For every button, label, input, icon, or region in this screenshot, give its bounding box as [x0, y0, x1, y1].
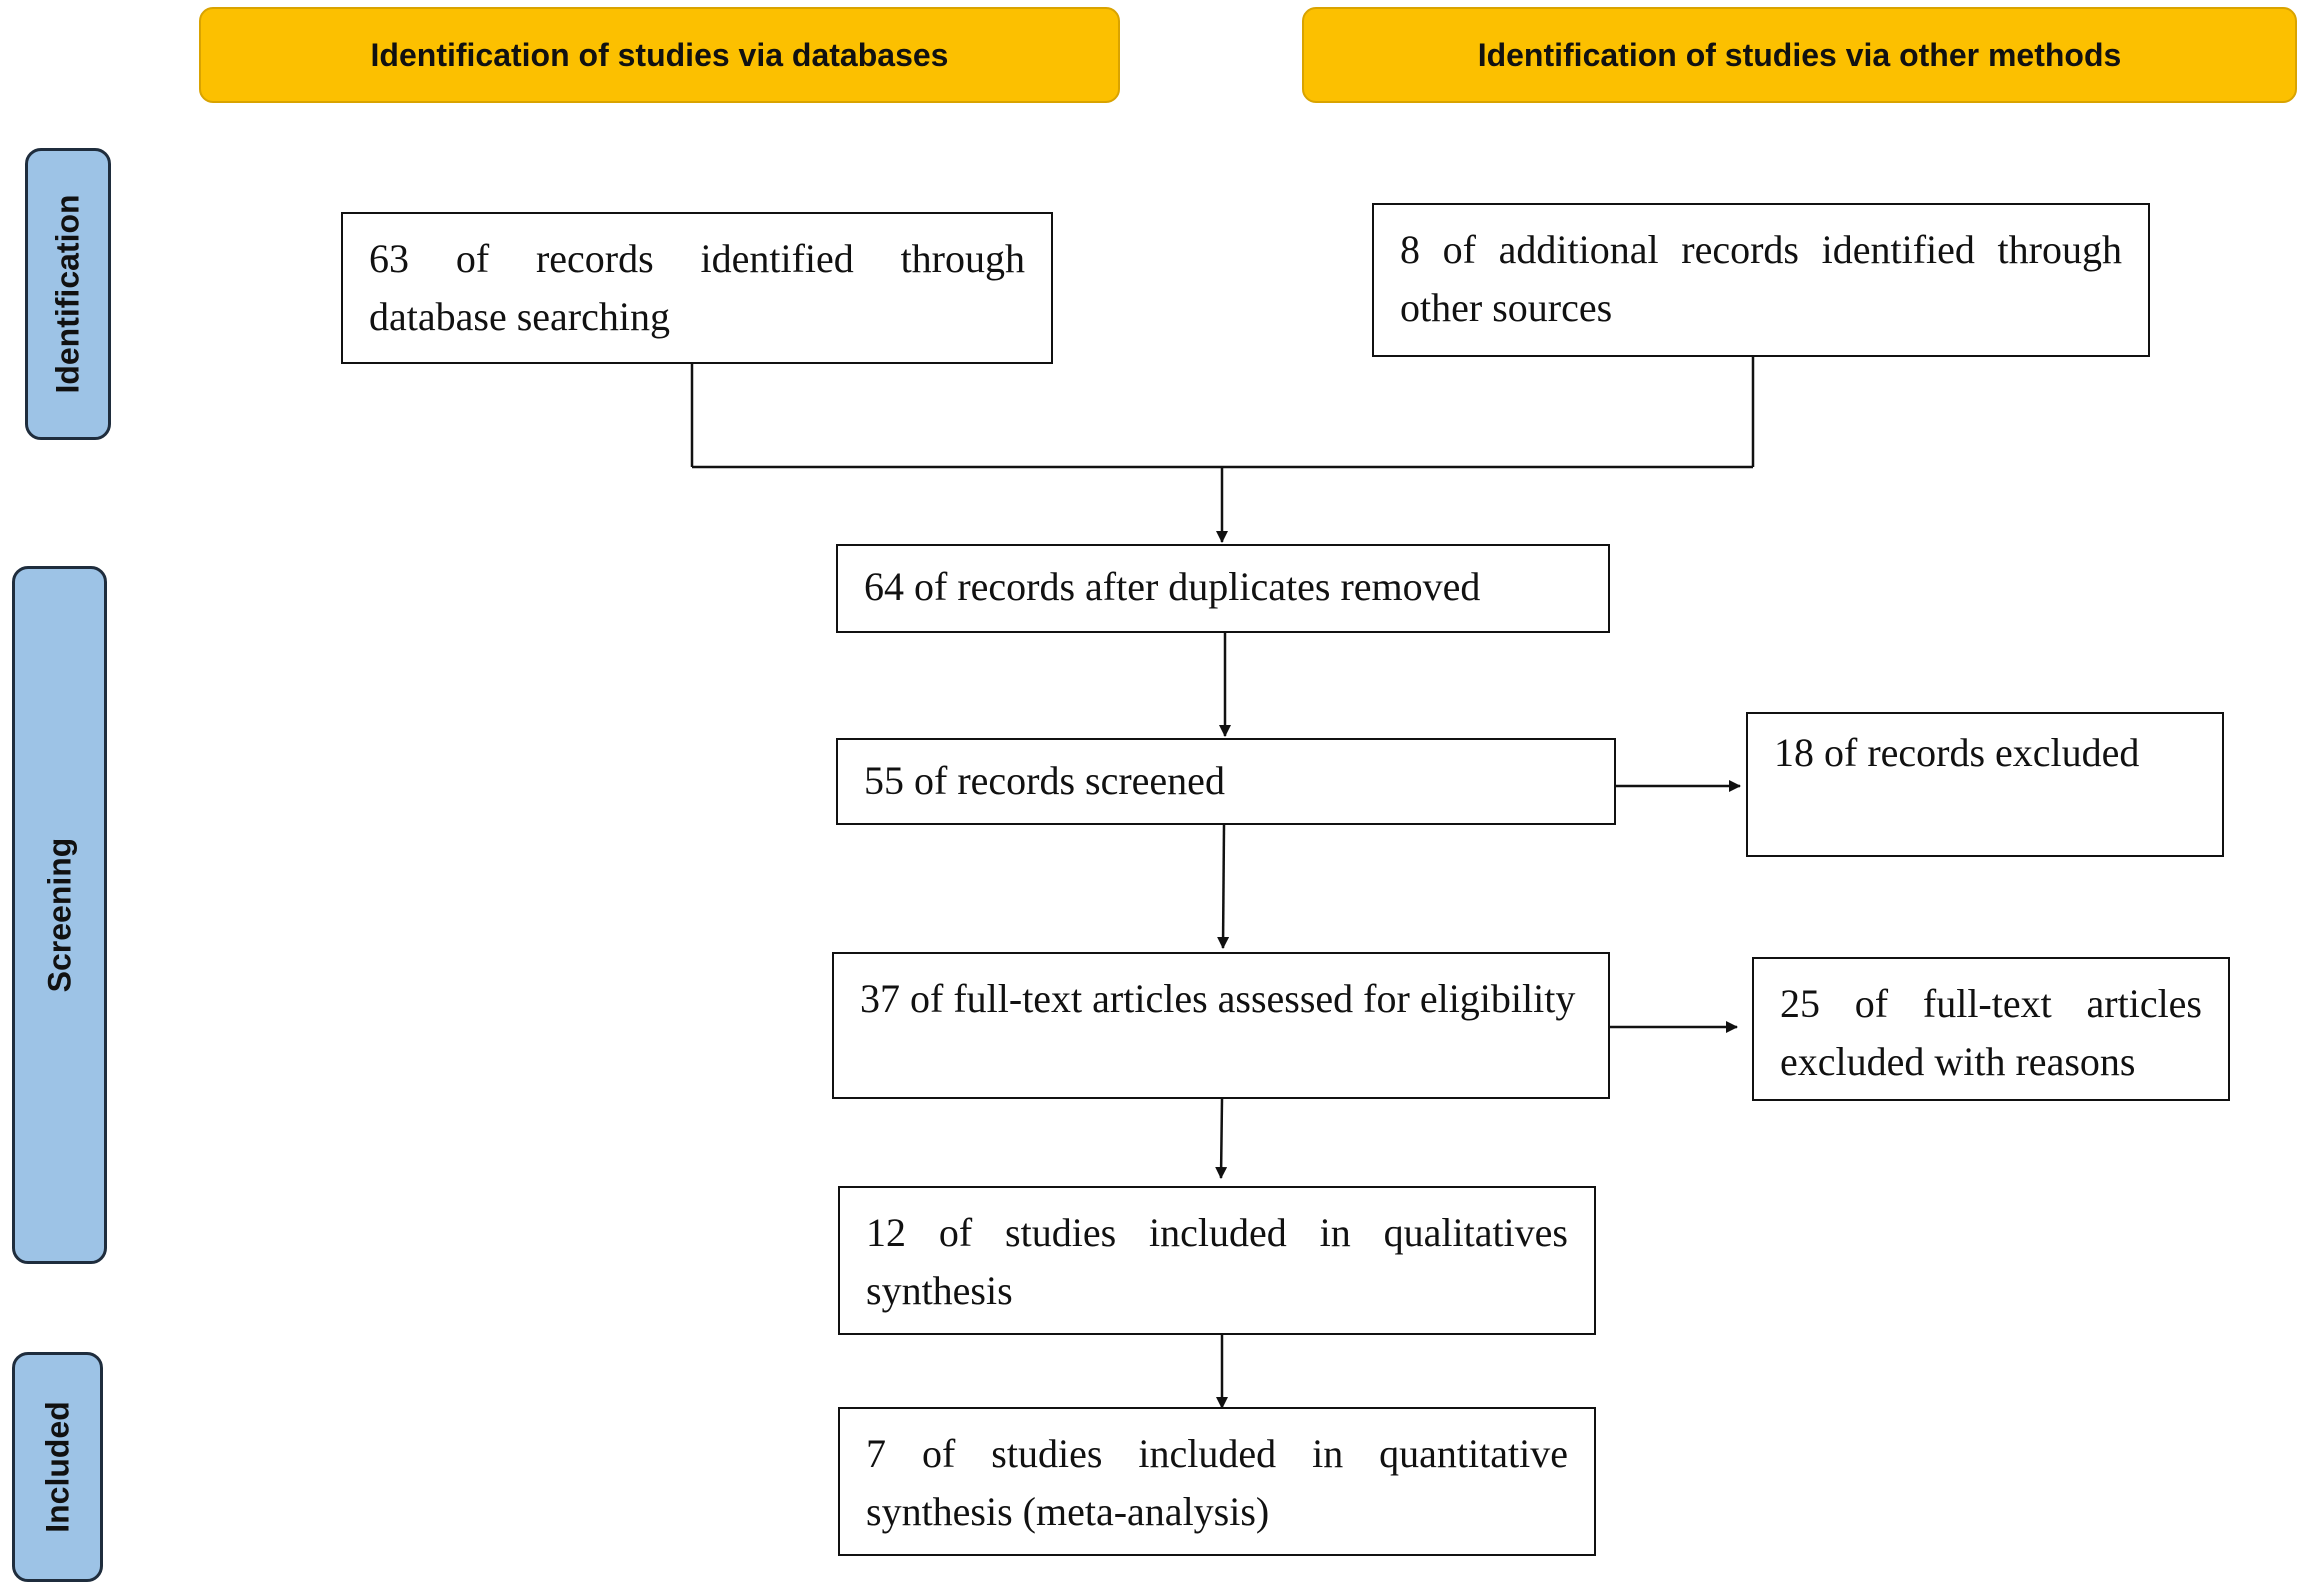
arrow-to-qualitative [1215, 1098, 1228, 1179]
phase-identification: Identification [25, 148, 111, 440]
box-records-excluded: 18 of records excluded [1746, 712, 2224, 857]
arrow-to-fulltext [1217, 824, 1230, 949]
box-records-screened: 55 of records screened [836, 738, 1616, 825]
phase-included: Included [12, 1352, 103, 1582]
box-other-records: 8 of additional records identified throu… [1372, 203, 2150, 357]
phase-screening: Screening [12, 566, 107, 1264]
box-database-records: 63 of records identified through databas… [341, 212, 1053, 364]
box-fulltext-assessed: 37 of full-text articles assessed for el… [832, 952, 1610, 1099]
header-other-methods: Identification of studies via other meth… [1302, 7, 2297, 103]
box-after-duplicates: 64 of records after duplicates removed [836, 544, 1610, 633]
header-databases: Identification of studies via databases [199, 7, 1120, 103]
box-quantitative-synthesis: 7 of studies included in quantitative sy… [838, 1407, 1596, 1556]
box-qualitative-synthesis: 12 of studies included in qualitatives s… [838, 1186, 1596, 1335]
box-fulltext-excluded: 25 of full-text articles excluded with r… [1752, 957, 2230, 1101]
